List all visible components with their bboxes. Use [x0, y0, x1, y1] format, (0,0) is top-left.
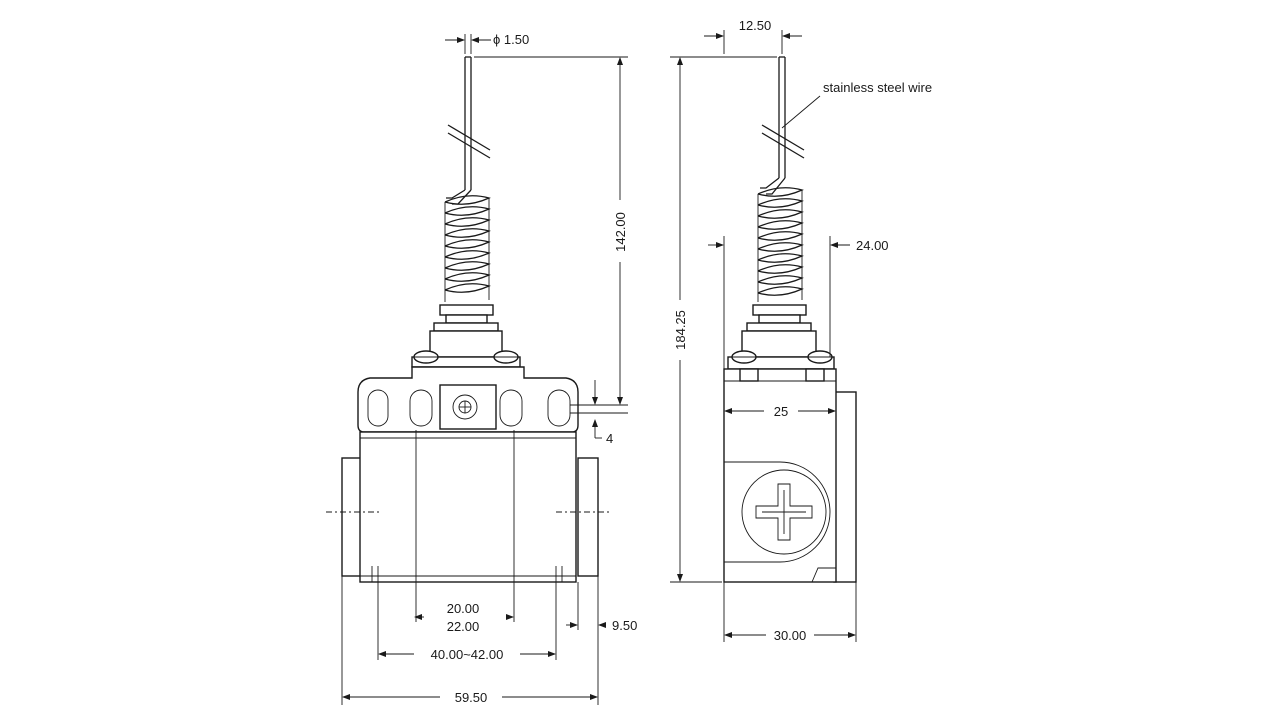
- side-main-body: [723, 368, 857, 583]
- side-dimensions: 12.50 184.25 24.00 25 30.00: [670, 18, 889, 643]
- coil-turn: [757, 264, 804, 274]
- coil-turn: [757, 275, 804, 285]
- front-housing-head: [357, 366, 579, 433]
- coil-turn: [444, 250, 491, 260]
- coil-turn: [444, 272, 491, 282]
- front-view: ϕ 1.50 142.00 4 20.00 22.00: [326, 32, 637, 705]
- side-spring-base: [727, 304, 835, 370]
- side-wire: [760, 56, 805, 195]
- side-view: stainless steel wire 12.50 184.25 24.00: [670, 18, 932, 643]
- front-wire: [446, 56, 491, 205]
- wire-material-callout: stainless steel wire: [781, 80, 932, 129]
- front-spring-base: [429, 304, 503, 358]
- boss-width-label: 9.50: [612, 618, 637, 633]
- coil-turn: [444, 195, 491, 205]
- depth-label: 30.00: [774, 628, 807, 643]
- coil-turn: [757, 187, 804, 197]
- coil-turn: [757, 286, 804, 296]
- coil-turn: [757, 231, 804, 241]
- front-main-body: [326, 431, 612, 583]
- coil-turn: [757, 220, 804, 230]
- coil-turn: [444, 217, 491, 227]
- spring-width-label: 24.00: [856, 238, 889, 253]
- total-height-label: 184.25: [673, 310, 688, 350]
- wire-length-label: 142.00: [613, 212, 628, 252]
- front-dimensions: ϕ 1.50 142.00 4 20.00 22.00: [341, 32, 637, 705]
- body-width-side-label: 25: [774, 404, 788, 419]
- wire-material-label: stainless steel wire: [823, 80, 932, 95]
- overall-width-label: 59.50: [455, 690, 488, 705]
- front-spring-coil: [444, 195, 491, 302]
- mount-range-label: 40.00~42.00: [431, 647, 504, 662]
- coil-turn: [444, 206, 491, 216]
- wire-diameter-label: ϕ 1.50: [493, 32, 529, 47]
- side-spring-coil: [757, 187, 804, 302]
- coil-turn: [444, 283, 491, 293]
- slot-pitch-outer-label: 22.00: [447, 619, 480, 634]
- coil-turn: [444, 228, 491, 238]
- coil-turn: [444, 239, 491, 249]
- coil-turn: [757, 198, 804, 208]
- coil-turn: [757, 253, 804, 263]
- coil-turn: [444, 261, 491, 271]
- slot-gap-label: 4: [606, 431, 613, 446]
- wire-offset-label: 12.50: [739, 18, 772, 33]
- slot-pitch-inner-label: 20.00: [447, 601, 480, 616]
- coil-turn: [757, 209, 804, 219]
- front-top-plate: [411, 350, 521, 368]
- coil-turn: [757, 242, 804, 252]
